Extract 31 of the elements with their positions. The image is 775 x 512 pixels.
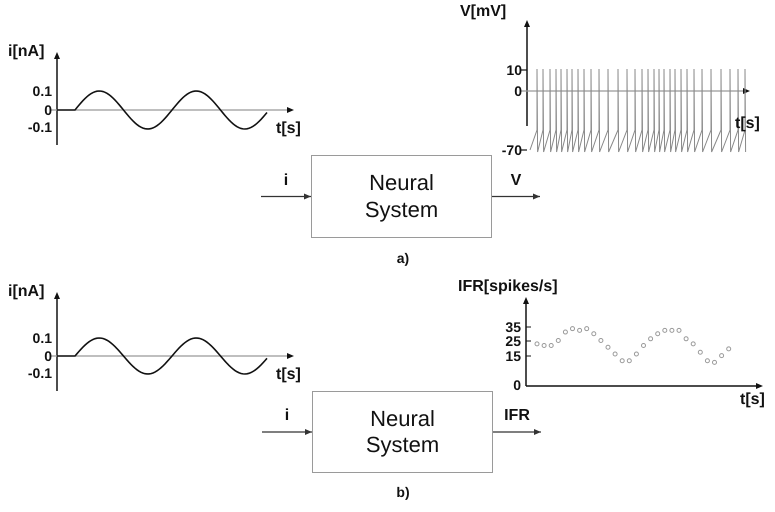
panel-label: a) xyxy=(396,251,410,265)
panel-label: b) xyxy=(396,485,410,499)
arrow xyxy=(262,429,312,435)
tick-label: 10 xyxy=(506,63,522,77)
tick-label: 0.1 xyxy=(32,331,52,345)
tick-label: 25 xyxy=(505,334,521,348)
axis-label: t[s] xyxy=(276,121,301,137)
system-box xyxy=(311,155,492,238)
tick-label: 15 xyxy=(505,349,521,363)
axis-label: t[s] xyxy=(740,392,765,408)
axis-label: t[s] xyxy=(276,367,301,383)
tick-label: -0.1 xyxy=(28,120,52,134)
axis-label: i[nA] xyxy=(8,284,44,300)
box-title: Neural System xyxy=(364,170,440,223)
tick-label: 35 xyxy=(505,320,521,334)
tick-label: 0.1 xyxy=(32,84,52,98)
axis-label: t[s] xyxy=(735,116,760,132)
axis-label: V[mV] xyxy=(460,4,506,20)
arrow xyxy=(493,429,541,435)
tick-label: 0 xyxy=(44,349,52,363)
axis-label: i[nA] xyxy=(8,44,44,60)
tick-label: -70 xyxy=(502,143,522,157)
tick-label: 0 xyxy=(44,103,52,117)
tick-label: 0 xyxy=(513,378,521,392)
tick-label: -0.1 xyxy=(28,366,52,380)
system-box xyxy=(312,391,493,473)
box-title: Neural System xyxy=(364,406,440,458)
arrow xyxy=(492,194,540,200)
arrow xyxy=(261,194,311,200)
axis-label: IFR[spikes/s] xyxy=(458,279,558,295)
tick-label: 0 xyxy=(514,84,522,98)
